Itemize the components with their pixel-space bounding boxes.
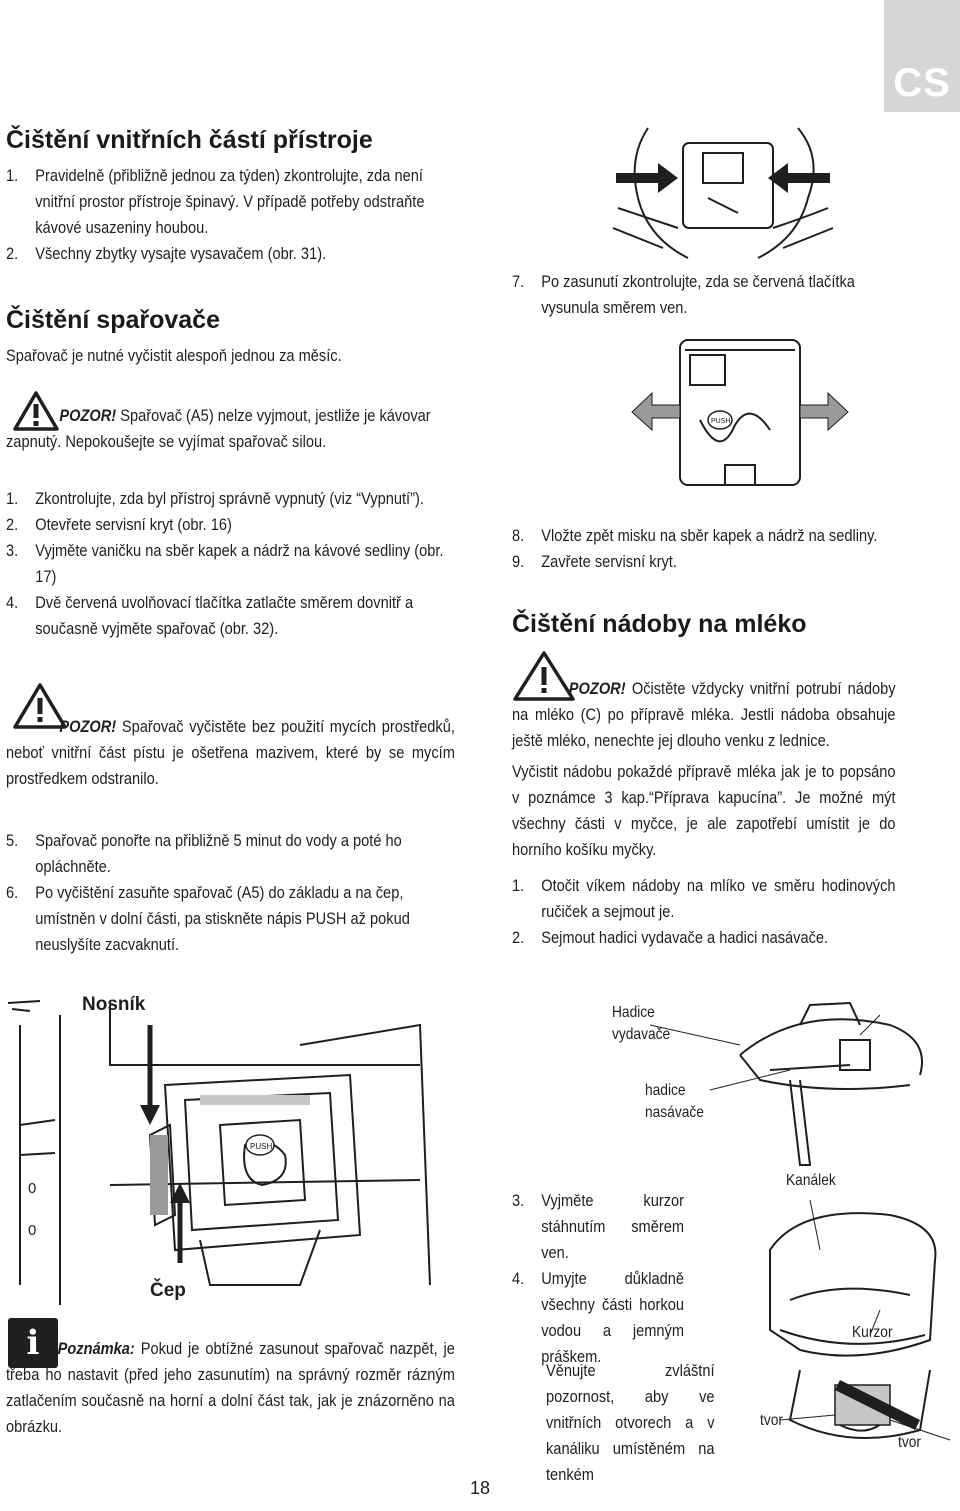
section-title-brewer-cleaning: Čištění spařovače bbox=[6, 306, 220, 334]
label-suction-hose: hadice nasávače bbox=[645, 1082, 704, 1121]
brewer-steps-list: 1.Zkontrolujte, zda byl přístroj správně… bbox=[6, 486, 455, 642]
list-item: 4.Umyjte důkladně všechny části horkou v… bbox=[512, 1269, 684, 1366]
info-icon: i bbox=[8, 1318, 58, 1368]
brewer-buttons-out-figure: PUSH bbox=[631, 339, 849, 486]
internal-cleaning-list: 1.Pravidelně (přibližně jednou za týden)… bbox=[6, 163, 455, 267]
warning-2: POZOR! Spařovač vyčistěte bez použití my… bbox=[6, 717, 455, 788]
warning-icon bbox=[13, 683, 67, 729]
language-tab: CS bbox=[884, 0, 960, 112]
milk-lid-figure bbox=[650, 1001, 923, 1166]
figure-label-beam: Nosník bbox=[82, 994, 146, 1015]
label-opening-right: tvor bbox=[898, 1434, 921, 1451]
label-opening-left: tvor bbox=[760, 1412, 783, 1429]
list-item: 8.Vložte zpět misku na sběr kapek a nádr… bbox=[512, 526, 878, 545]
list-item: 7.Po zasunutí zkontrolujte, zda se červe… bbox=[512, 272, 855, 317]
svg-text:PUSH: PUSH bbox=[250, 1142, 272, 1151]
list-item: 2.Všechny zbytky vysajte vysavačem (obr.… bbox=[6, 244, 327, 263]
list-item: 1.Otočit víkem nádoby na mlíko ve směru … bbox=[512, 876, 896, 921]
milk-cleaning-tail: Věnujte zvláštní pozornost, aby ve vnitř… bbox=[546, 1361, 715, 1484]
list-item: 1.Zkontrolujte, zda byl přístroj správně… bbox=[6, 489, 424, 508]
label-channel: Kanálek bbox=[786, 1172, 836, 1189]
milk-steps-list: 1.Otočit víkem nádoby na mlíko ve směru … bbox=[512, 873, 896, 951]
svg-text:0: 0 bbox=[28, 1222, 36, 1239]
brewer-steps-list-2: 5.Spařovač ponořte na přibližně 5 minut … bbox=[6, 828, 455, 958]
list-item: 6.Po vyčištění zasuňte spařovač (A5) do … bbox=[6, 883, 410, 954]
milk-steps-list-2: 3.Vyjměte kurzor stáhnutím směrem ven. 4… bbox=[512, 1188, 684, 1370]
svg-text:PUSH: PUSH bbox=[711, 418, 730, 425]
figure-label-pin: Čep bbox=[150, 1280, 186, 1301]
warning-icon bbox=[513, 651, 575, 701]
note: Poznámka: Pokud je obtížné zasunout spař… bbox=[6, 1339, 455, 1436]
label-cursor: Kurzor bbox=[852, 1324, 893, 1341]
label-dispenser-hose: Hadice vydavače bbox=[612, 1004, 671, 1043]
section-title-internal-cleaning: Čištění vnitřních částí přístroje bbox=[6, 126, 373, 154]
page-number: 18 bbox=[470, 1478, 491, 1498]
steps-8-9: 8.Vložte zpět misku na sběr kapek a nádr… bbox=[512, 523, 896, 575]
list-item: 9.Zavřete servisní kryt. bbox=[512, 552, 677, 571]
section-title-milk-container: Čištění nádoby na mléko bbox=[512, 610, 807, 638]
list-item: 2.Otevřete servisní kryt (obr. 16) bbox=[6, 515, 232, 534]
cursor-channel-figure bbox=[769, 1199, 951, 1441]
warning-icon bbox=[13, 391, 59, 431]
brewer-intro: Spařovač je nutné vyčistit alespoň jedno… bbox=[6, 346, 342, 365]
list-item: 2.Sejmout hadici vydavače a hadici nasáv… bbox=[512, 928, 829, 947]
list-item: 1.Pravidelně (přibližně jednou za týden)… bbox=[6, 166, 425, 237]
hands-squeeze-figure bbox=[612, 127, 834, 259]
milk-cleaning-paragraph: Vyčistit nádobu pokaždé přípravě mléka j… bbox=[512, 762, 896, 859]
list-item: 5.Spařovač ponořte na přibližně 5 minut … bbox=[6, 831, 402, 876]
svg-text:0: 0 bbox=[28, 1180, 36, 1197]
list-item: 4.Dvě červená uvolňovací tlačítka zatlač… bbox=[6, 593, 414, 638]
step-7: 7.Po zasunutí zkontrolujte, zda se červe… bbox=[512, 269, 896, 321]
list-item: 3.Vyjměte kurzor stáhnutím směrem ven. bbox=[512, 1191, 684, 1262]
warning-1: POZOR! Spařovač (A5) nelze vyjmout, jest… bbox=[6, 406, 431, 451]
list-item: 3.Vyjměte vaničku na sběr kapek a nádrž … bbox=[6, 541, 444, 586]
brewer-insertion-figure: PUSH 0 0 bbox=[7, 1000, 431, 1305]
warning-3: POZOR! Očistěte vždycky vnitřní potrubí … bbox=[512, 679, 896, 750]
